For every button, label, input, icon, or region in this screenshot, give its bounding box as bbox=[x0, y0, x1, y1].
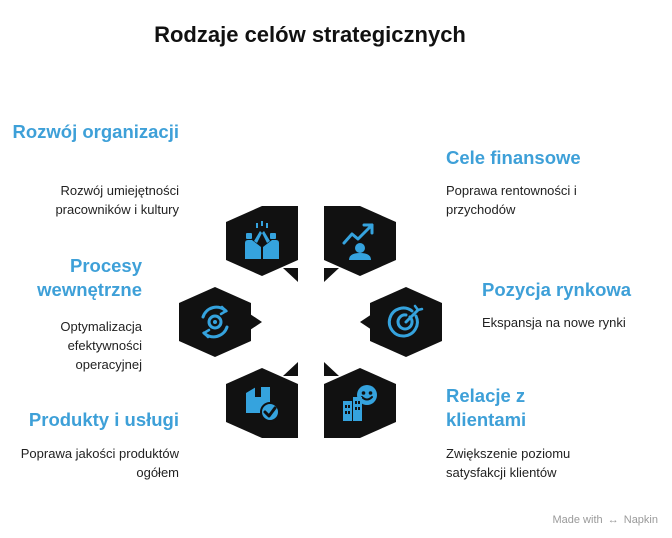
item-heading-cele-finansowe: Cele finansowe bbox=[446, 147, 581, 168]
item-description-relacje-z-klientami: Zwiększenie poziomu satysfakcji klientów bbox=[446, 446, 571, 480]
item-heading-pozycja-rynkowa: Pozycja rynkowa bbox=[482, 279, 632, 300]
product-check-icon bbox=[242, 383, 282, 423]
hexagon-cele-finansowe bbox=[324, 206, 396, 276]
customer-satisfaction-icon bbox=[340, 383, 380, 423]
item-heading-produkty-i-uslugi: Produkty i usługi bbox=[28, 409, 179, 430]
process-cycle-icon bbox=[195, 302, 235, 342]
hexagon-rozwoj-organizacji bbox=[226, 206, 298, 276]
high-five-icon bbox=[242, 221, 282, 261]
made-with-label: Made with bbox=[552, 514, 603, 526]
item-heading-procesy-wewnetrzne: Procesy wewnętrzne bbox=[37, 255, 142, 300]
page-title: Rodzaje celów strategicznych bbox=[154, 22, 466, 47]
target-icon bbox=[386, 302, 426, 342]
napkin-logo-icon: ↔ bbox=[607, 514, 619, 526]
napkin-brand-label: Napkin bbox=[623, 514, 658, 526]
item-heading-relacje-z-klientami: Relacje z klientami bbox=[446, 385, 527, 430]
item-description-rozwoj-organizacji: Rozwój umiejętności pracowników i kultur… bbox=[55, 183, 179, 217]
made-with-napkin-footer: Made with ↔ Napkin bbox=[552, 514, 658, 526]
item-description-cele-finansowe: Poprawa rentowności i przychodów bbox=[446, 183, 577, 217]
growth-person-icon bbox=[340, 221, 380, 261]
item-description-procesy-wewnetrzne: Optymalizacja efektywności operacyjnej bbox=[60, 319, 142, 372]
item-description-pozycja-rynkowa: Ekspansja na nowe rynki bbox=[482, 315, 626, 330]
item-description-produkty-i-uslugi: Poprawa jakości produktów ogółem bbox=[20, 446, 179, 480]
item-heading-rozwoj-organizacji: Rozwój organizacji bbox=[12, 121, 179, 142]
